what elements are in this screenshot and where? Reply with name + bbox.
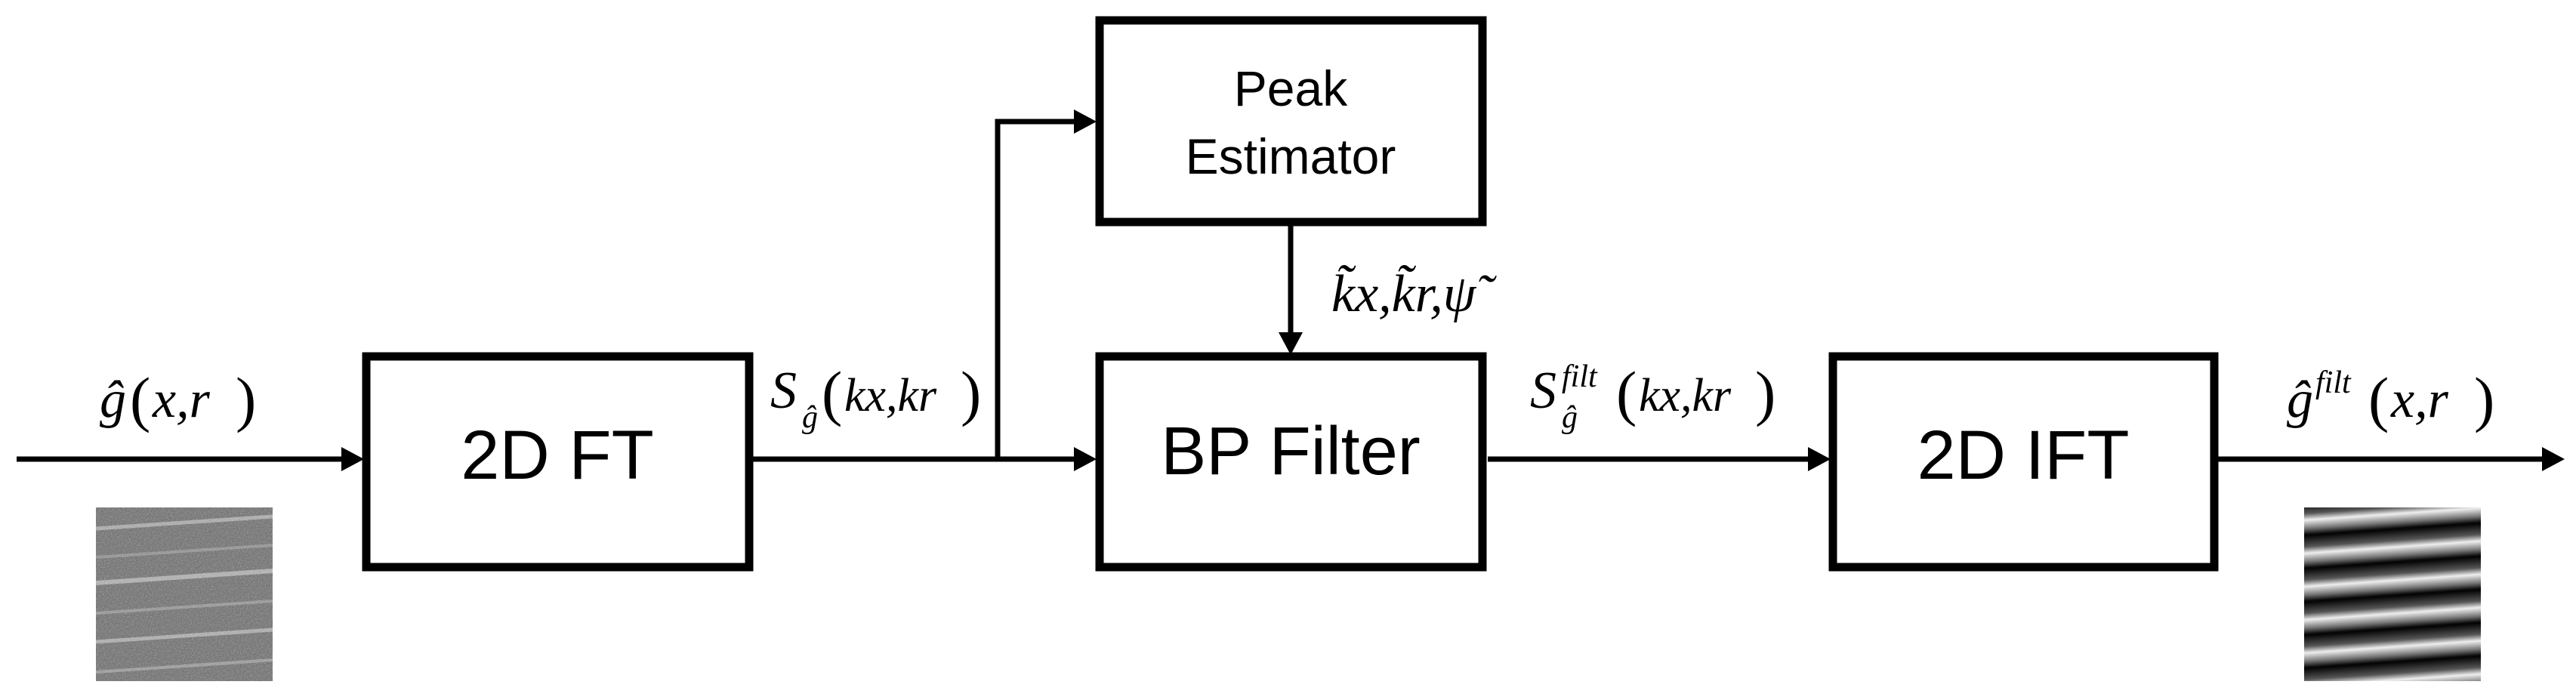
svg-text:): )	[1755, 359, 1775, 427]
svg-text:(: (	[822, 359, 842, 427]
output-arrowhead	[2542, 447, 2565, 471]
output-signal-superscript: filt	[2315, 365, 2352, 400]
input-signal-label: ĝ ( x,r )	[100, 365, 256, 433]
output-signal-args: x,r	[2390, 371, 2449, 429]
spectrum-label: S ĝ ( kx,kr )	[770, 359, 981, 435]
bp-filter-label: BP Filter	[1161, 414, 1420, 489]
svg-text:(: (	[1616, 359, 1637, 427]
branch-to-peak-arrowhead	[1074, 109, 1097, 134]
svg-text:): )	[2474, 365, 2494, 433]
svg-text:): )	[961, 359, 981, 427]
branch-to-peak-arrow	[995, 119, 1078, 459]
filtered-spectrum-base: S	[1530, 362, 1556, 420]
filtered-spectrum-superscript: filt	[1562, 359, 1598, 394]
ift-block-label: 2D IFT	[1917, 417, 2129, 494]
filtered-spectrum-label: S filt ĝ ( kx,kr )	[1530, 359, 1775, 435]
ft-block: 2D FT	[362, 352, 754, 572]
svg-text:): )	[236, 365, 256, 433]
bp-filter-block: BP Filter	[1095, 352, 1487, 572]
input-signal-base: ĝ	[100, 371, 126, 429]
output-signal-base: ĝ	[2287, 371, 2313, 429]
svg-text:(: (	[2368, 365, 2389, 433]
output-fringe-image	[2304, 507, 2481, 681]
peak-to-bp-arrowhead	[1279, 332, 1303, 355]
peak-estimator-block: Peak Estimator	[1095, 16, 1487, 227]
output-signal-label: ĝ filt ( x,r )	[2287, 365, 2494, 433]
filtered-spectrum-subscript: ĝ	[1562, 400, 1578, 435]
spectrum-base: S	[770, 362, 797, 420]
spectrum-args: kx,kr	[844, 370, 937, 421]
bp-to-ift-arrowhead	[1808, 447, 1831, 471]
peak-estimator-label-line1: Peak	[1234, 60, 1348, 116]
ft-block-label: 2D FT	[461, 417, 654, 494]
peak-estimator-label-line2: Estimator	[1186, 128, 1396, 184]
input-fringe-image	[96, 507, 273, 681]
ft-to-bp-arrowhead	[1074, 447, 1097, 471]
filtered-spectrum-args: kx,kr	[1639, 370, 1732, 421]
peak-estimates-label: k̃x,k̃r,ψ̃	[1331, 265, 1497, 323]
input-signal-args: x,r	[152, 371, 211, 429]
input-arrowhead	[341, 447, 364, 471]
ift-block: 2D IFT	[1828, 352, 2219, 572]
spectrum-subscript: ĝ	[802, 400, 818, 435]
svg-text:(: (	[130, 365, 150, 433]
